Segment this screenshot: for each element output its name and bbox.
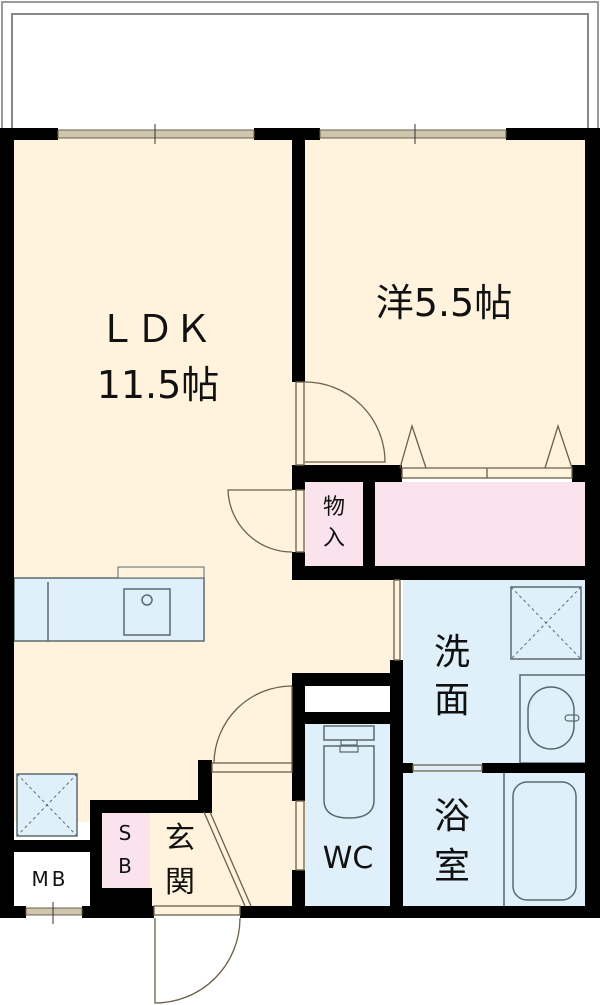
mb-window <box>25 907 83 916</box>
meter-box <box>14 852 90 907</box>
entrance-label-2: 関 <box>165 865 195 900</box>
shoe-box-label-2: B <box>118 854 132 878</box>
room-labels: ＬＤＫ 11.5帖 洋5.5帖 物 入 洗 面 浴 室 WC 玄 関 S B M… <box>32 281 513 900</box>
kitchen-counter <box>13 566 205 642</box>
wc-upper-shelf <box>305 686 390 712</box>
bathroom-floor <box>403 772 586 907</box>
storage-room <box>306 482 363 567</box>
washroom-label-1: 洗 <box>434 632 470 673</box>
ldk-label: ＬＤＫ <box>98 307 212 351</box>
entrance-label-1: 玄 <box>165 821 195 856</box>
fridge-space-icon <box>16 773 78 837</box>
western-room-floor <box>305 137 585 467</box>
washroom-label-2: 面 <box>434 680 470 721</box>
sink-icon <box>123 588 171 636</box>
bathroom-label-2: 室 <box>434 846 470 887</box>
balcony <box>1 1 599 133</box>
shoe-box-label-1: S <box>119 821 132 845</box>
toilet-icon <box>323 725 375 819</box>
bathroom-label-1: 浴 <box>434 796 470 837</box>
western-window <box>319 129 507 139</box>
windows <box>25 124 507 924</box>
walls <box>0 128 600 918</box>
wc-floor <box>305 724 390 907</box>
doors <box>153 381 573 1004</box>
storage-label-2: 入 <box>323 526 345 551</box>
western-room-label: 洋5.5帖 <box>376 281 512 325</box>
closet-storage <box>375 482 585 567</box>
bathtub-icon <box>503 772 577 907</box>
washer-space-icon <box>510 586 582 660</box>
shoe-box <box>102 813 150 888</box>
entrance-floor <box>150 768 300 908</box>
meter-box-label: MB <box>32 867 69 891</box>
wc-label: WC <box>323 841 374 876</box>
ldk-window <box>57 129 255 139</box>
storage-label-1: 物 <box>323 495 345 520</box>
ldk-size-label: 11.5帖 <box>97 363 220 407</box>
